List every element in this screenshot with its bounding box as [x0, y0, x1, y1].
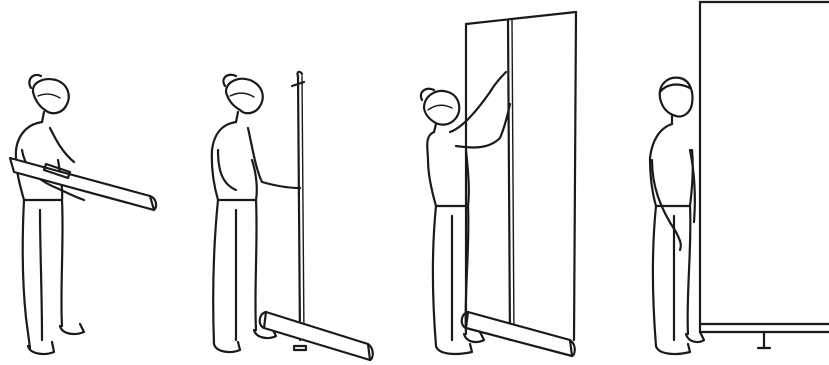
full-banner: [700, 2, 829, 348]
step-pull-banner-up: [421, 12, 576, 356]
leg-left: [23, 200, 30, 348]
base-tube: [462, 312, 575, 356]
arm-left: [218, 150, 236, 190]
shoe-right: [60, 324, 84, 334]
shoe-left: [436, 344, 472, 354]
person-1: [16, 75, 84, 354]
center-pole: [508, 20, 510, 340]
step-standing-display: [650, 2, 829, 354]
arm-right: [50, 128, 74, 162]
banner-panel: [466, 12, 576, 340]
shoe-left: [28, 342, 54, 354]
step-carry-tube: [10, 75, 156, 354]
arm-raised-right: [456, 104, 510, 148]
leg-left: [433, 206, 436, 346]
carry-tube: [10, 158, 156, 210]
leg-left: [213, 200, 218, 344]
step-insert-pole: [212, 72, 373, 360]
cap-line: [660, 85, 690, 92]
torso: [427, 132, 469, 206]
leg-right: [688, 206, 691, 334]
leg-left: [653, 206, 656, 346]
top-rail: [466, 12, 576, 24]
shoe-left: [656, 344, 690, 354]
leg-right: [255, 200, 256, 330]
support-pole: [292, 72, 304, 340]
hair-line: [38, 94, 60, 98]
leg-right: [61, 200, 62, 326]
head: [424, 91, 459, 125]
person-2: [212, 75, 300, 352]
shoe-left: [214, 342, 240, 352]
pole-foot: [294, 346, 306, 350]
person-4: [650, 78, 704, 354]
